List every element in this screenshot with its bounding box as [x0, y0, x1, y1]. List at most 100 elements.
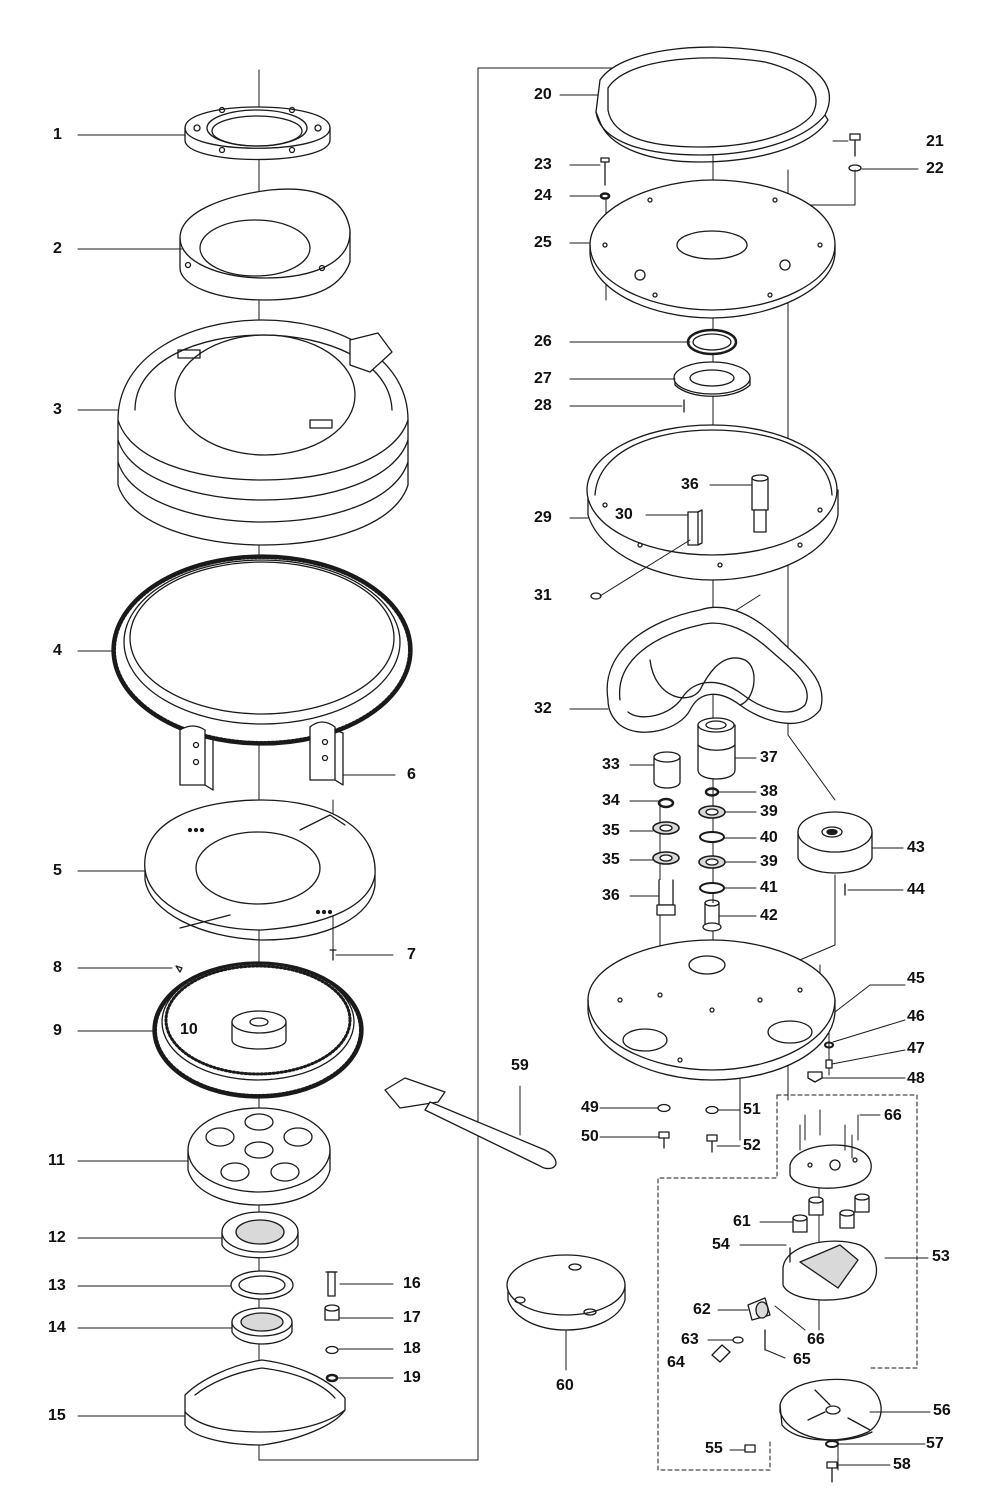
- callout-62: 62: [693, 1301, 711, 1318]
- callout-63: 63: [681, 1331, 699, 1348]
- callout-25: 25: [534, 234, 552, 251]
- callout-41: 41: [760, 879, 778, 896]
- callout-32: 32: [534, 700, 552, 717]
- part-60-lid: [506, 1254, 626, 1331]
- callout-6: 6: [407, 766, 416, 783]
- kit-53-boundary: [657, 1094, 918, 1471]
- callout-9: 9: [53, 1022, 62, 1039]
- callout-20: 20: [534, 86, 552, 103]
- callout-49: 49: [581, 1099, 599, 1116]
- callout-45: 45: [907, 970, 925, 987]
- callout-30: 30: [615, 506, 633, 523]
- callout-13: 13: [48, 1277, 66, 1294]
- part-7-8-screws: [175, 949, 337, 973]
- part-26-28-seal-stack: [673, 328, 751, 413]
- callout-31: 31: [534, 587, 552, 604]
- part-29-drum: [586, 424, 839, 581]
- part-36-shaft: [751, 474, 769, 533]
- callout-40: 40: [760, 829, 778, 846]
- callout-56: 56: [933, 1402, 951, 1419]
- part-2-shroud: [179, 188, 351, 301]
- callout-39-lower: 39: [760, 853, 778, 870]
- callout-16: 16: [403, 1275, 421, 1292]
- callout-55: 55: [705, 1440, 723, 1457]
- leader-lines: [77, 94, 931, 1466]
- callout-21: 21: [926, 133, 944, 150]
- callout-28: 28: [534, 397, 552, 414]
- callout-15: 15: [48, 1407, 66, 1424]
- part-53-base: [782, 1240, 878, 1301]
- part-32-belt: [606, 606, 823, 733]
- callout-5: 5: [53, 862, 62, 879]
- callout-66-lower: 66: [807, 1331, 825, 1348]
- callout-57: 57: [926, 1435, 944, 1452]
- part-35-bearings-left: [652, 821, 680, 865]
- callout-35-lower: 35: [602, 851, 620, 868]
- part-42-spindle: [702, 899, 722, 932]
- part-31-screw: [590, 592, 602, 600]
- callout-12: 12: [48, 1229, 66, 1246]
- callout-4: 4: [53, 642, 62, 659]
- callout-36-upper: 36: [681, 476, 699, 493]
- callout-29: 29: [534, 509, 552, 526]
- callout-50: 50: [581, 1128, 599, 1145]
- callout-53: 53: [932, 1248, 950, 1265]
- part-34-oring: [657, 797, 675, 809]
- part-37-pulley: [697, 717, 736, 780]
- part-13-seal: [230, 1270, 294, 1300]
- callout-14: 14: [48, 1319, 66, 1336]
- callout-22: 22: [926, 160, 944, 177]
- part-36-shaft-lower: [656, 879, 676, 916]
- callout-19: 19: [403, 1369, 421, 1386]
- callout-11: 11: [48, 1152, 65, 1169]
- callout-24: 24: [534, 187, 552, 204]
- part-5-carrier-plate: [144, 799, 376, 941]
- part-6-brackets: [179, 721, 344, 791]
- part-11-drive-disc: [187, 1107, 331, 1206]
- callout-46: 46: [907, 1008, 925, 1025]
- callout-10: 10: [180, 1021, 198, 1038]
- callout-61: 61: [733, 1213, 751, 1230]
- callout-39-upper: 39: [760, 803, 778, 820]
- part-3-housing: [117, 319, 409, 546]
- part-10-hub: [231, 1010, 287, 1050]
- part-33-sleeve: [653, 751, 681, 789]
- callout-35-upper: 35: [602, 822, 620, 839]
- part-15-cover: [184, 1359, 346, 1446]
- callout-2: 2: [53, 240, 62, 257]
- callout-52: 52: [743, 1137, 761, 1154]
- callout-54: 54: [712, 1236, 730, 1253]
- part-30-block: [687, 509, 703, 546]
- callout-23: 23: [534, 156, 552, 173]
- part-66-screws: [799, 1109, 859, 1159]
- callout-26: 26: [534, 333, 552, 350]
- part-43-motor: [797, 811, 873, 874]
- part-45-lower-plate: [587, 939, 836, 1081]
- callout-7: 7: [407, 946, 416, 963]
- callout-42: 42: [760, 907, 778, 924]
- part-25-top-plate: [589, 179, 836, 319]
- callout-17: 17: [403, 1309, 421, 1326]
- part-20-top-frame: [595, 46, 830, 163]
- callout-64: 64: [667, 1354, 685, 1371]
- callout-18: 18: [403, 1340, 421, 1357]
- callout-34: 34: [602, 792, 620, 809]
- callout-65: 65: [793, 1351, 811, 1368]
- part-4-ring-gear: [111, 554, 413, 746]
- part-21-24-hardware: [599, 133, 862, 200]
- part-1-flange: [184, 106, 331, 161]
- part-55-57-58: [744, 1440, 839, 1483]
- part-14-bearing: [231, 1307, 293, 1345]
- part-53-upper-plate: [789, 1144, 872, 1189]
- callout-47: 47: [907, 1040, 925, 1057]
- callout-3: 3: [53, 401, 62, 418]
- part-46-48-hardware: [807, 1041, 834, 1083]
- callout-33: 33: [602, 756, 620, 773]
- callout-36-lower: 36: [602, 887, 620, 904]
- callout-43: 43: [907, 839, 925, 856]
- callout-27: 27: [534, 370, 552, 387]
- callout-66-upper: 66: [884, 1107, 902, 1124]
- part-49-52-fasteners: [657, 1103, 719, 1153]
